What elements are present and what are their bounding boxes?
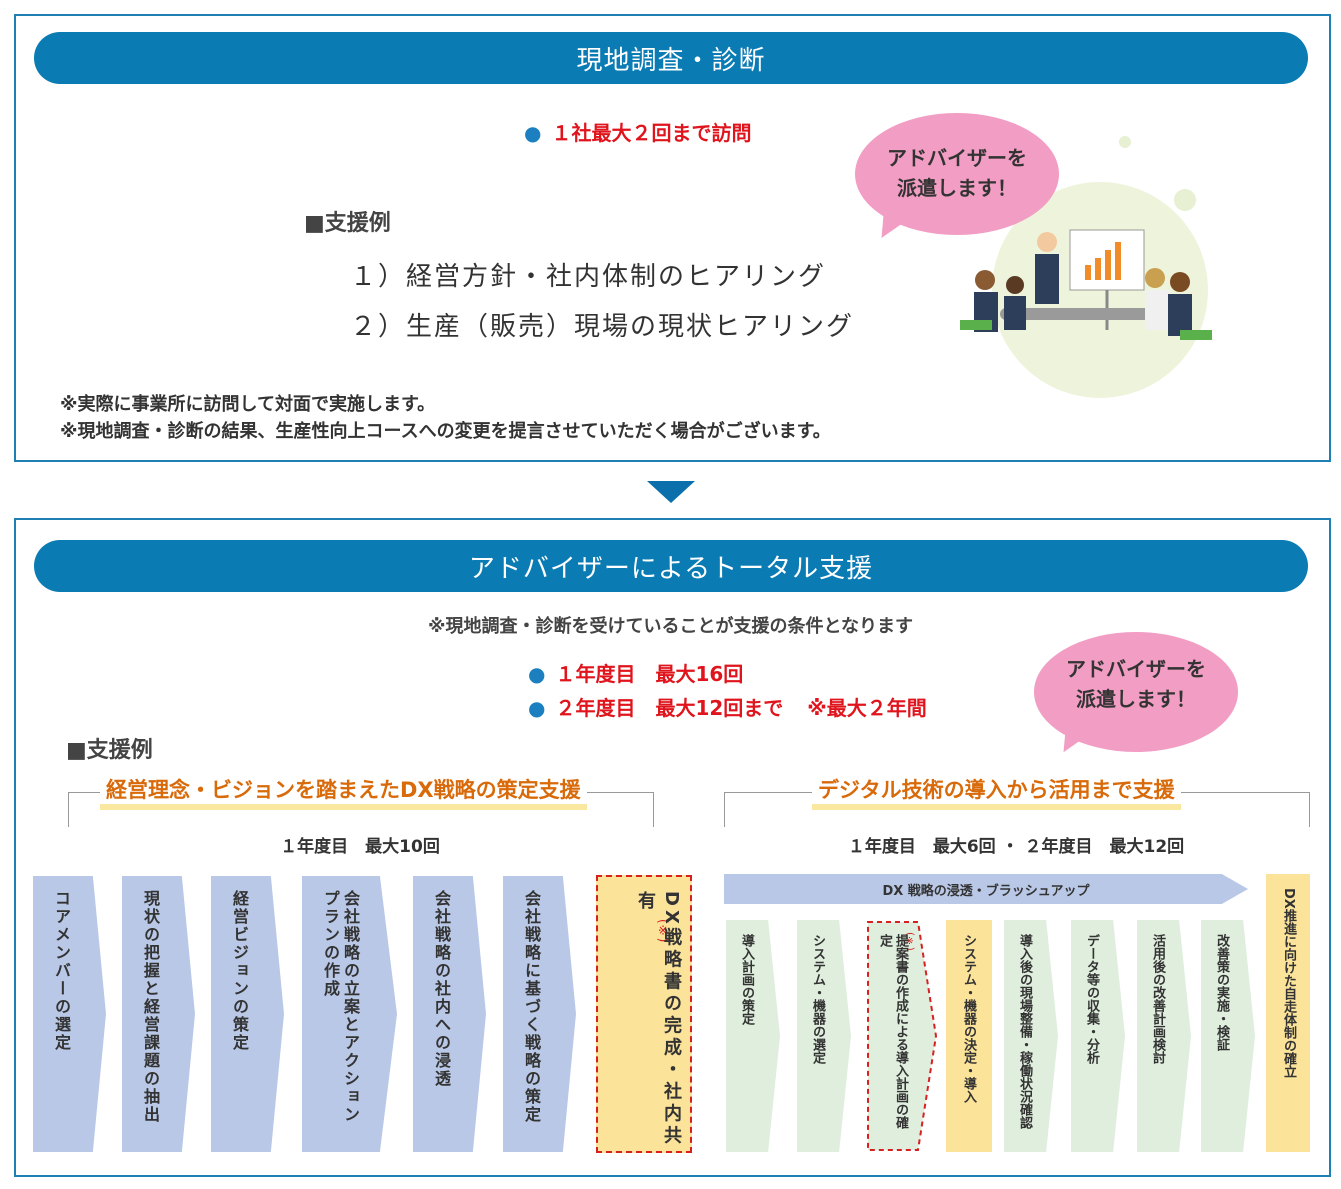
bullet-icon: ● bbox=[528, 662, 546, 686]
right-count: １年度目 最大6回 ・ ２年度目 最大12回 bbox=[847, 837, 1185, 857]
year1-limit: ● １年度目 最大16回 bbox=[528, 658, 743, 687]
right-step-1: 導入計画の策定 bbox=[726, 920, 780, 1152]
left-step-1: コアメンバーの選定 bbox=[33, 876, 106, 1152]
meeting-illustration bbox=[940, 130, 1220, 400]
right-step-6: 改善策の実施・検証 bbox=[1201, 920, 1255, 1152]
year1-limit-text: １年度目 最大16回 bbox=[555, 662, 744, 686]
top-bubble-line-2: 派遣します！ bbox=[897, 176, 1017, 200]
right-yellow-step-text: システム・機器の決定・導入 bbox=[961, 934, 976, 1103]
left-step-5: 会社戦略の社内への浸透 bbox=[413, 876, 486, 1152]
bottom-advisor-bubble: アドバイザーを 派遣します！ bbox=[1034, 632, 1238, 752]
bullet-icon: ● bbox=[528, 696, 546, 720]
year2-limit-text: ２年度目 最大12回まで bbox=[555, 696, 784, 720]
right-top-arrow-text: DX 戦略の浸透・ブラッシュアップ bbox=[882, 883, 1090, 899]
left-step-2-text: 現状の把握と経営課題の抽出 bbox=[141, 890, 160, 1124]
year2-limit: ● ２年度目 最大12回まで ※最大２年間 bbox=[528, 692, 927, 721]
visit-limit: ● １社最大２回まで訪問 bbox=[524, 117, 751, 146]
visit-limit-text: １社最大２回まで訪問 bbox=[551, 121, 752, 145]
top-note-1: ※実際に事業所に訪問して対面で実施します。 bbox=[60, 394, 436, 415]
right-yellow-step: システム・機器の決定・導入 bbox=[946, 920, 992, 1152]
left-step-2: 現状の把握と経営課題の抽出 bbox=[122, 876, 195, 1152]
left-step-3-text: 経営ビジョンの策定 bbox=[230, 890, 249, 1052]
left-section-title: 経営理念・ビジョンを踏まえたDX戦略の策定支援 bbox=[100, 776, 587, 810]
right-step-1-text: 導入計画の策定 bbox=[739, 934, 754, 1025]
bottom-bubble-line-2: 派遣します！ bbox=[1076, 687, 1196, 711]
right-step-4: データ等の収集・分析 bbox=[1071, 920, 1125, 1152]
down-arrow-icon bbox=[647, 481, 695, 503]
top-example-item-2: ２）生産（販売）現場の現状ヒアリング bbox=[350, 312, 855, 342]
right-step-4-text: データ等の収集・分析 bbox=[1084, 934, 1099, 1064]
bottom-example-heading: ■支援例 bbox=[66, 738, 153, 763]
right-step-3: 導入後の現場整備・稼働状況確認 bbox=[1004, 920, 1058, 1152]
bottom-bubble-line-1: アドバイザーを bbox=[1066, 657, 1206, 681]
left-step-6-text: 会社戦略に基づく戦略の策定 bbox=[522, 890, 541, 1124]
right-step-3-text: 導入後の現場整備・稼働状況確認 bbox=[1017, 934, 1032, 1129]
left-step-5-text: 会社戦略の社内への浸透 bbox=[432, 890, 451, 1088]
right-step-5: 活用後の改善計画検討 bbox=[1137, 920, 1191, 1152]
left-final-text: DX戦略書の完成・社内共有 bbox=[635, 891, 682, 1148]
left-step-4: 会社戦略の立案とアクションプランの作成 bbox=[302, 876, 397, 1152]
right-dashed-text: 提案書の作成による導入計画の確定 bbox=[877, 934, 908, 1129]
right-dashed-step: (※) 提案書の作成による導入計画の確定 bbox=[866, 920, 938, 1152]
top-example-item-1: １）経営方針・社内体制のヒアリング bbox=[350, 262, 827, 292]
right-dashed-mark: (※) bbox=[904, 932, 915, 951]
top-advisor-bubble: アドバイザーを 派遣します！ bbox=[855, 113, 1059, 235]
right-final-step: DX推進に向けた自走体制の確立 bbox=[1266, 874, 1310, 1152]
left-final-step: (※) DX戦略書の完成・社内共有 bbox=[596, 875, 692, 1153]
right-final-step-text: DX推進に向けた自走体制の確立 bbox=[1281, 888, 1296, 1078]
right-step-5-text: 活用後の改善計画検討 bbox=[1150, 934, 1165, 1064]
left-step-3: 経営ビジョンの策定 bbox=[211, 876, 284, 1152]
left-count: １年度目 最大10回 bbox=[280, 837, 440, 857]
right-section-title: デジタル技術の導入から活用まで支援 bbox=[812, 776, 1181, 810]
left-step-1-text: コアメンバーの選定 bbox=[52, 890, 71, 1052]
top-note-2: ※現地調査・診断の結果、生産性向上コースへの変更を提言させていただく場合がござい… bbox=[60, 421, 831, 442]
bottom-banner: アドバイザーによるトータル支援 bbox=[34, 540, 1308, 592]
left-final-mark: (※) bbox=[656, 919, 670, 943]
bullet-icon: ● bbox=[524, 121, 542, 145]
condition-note: ※現地調査・診断を受けていることが支援の条件となります bbox=[428, 616, 913, 637]
right-step-6-text: 改善策の実施・検証 bbox=[1214, 934, 1229, 1051]
right-top-arrow: DX 戦略の浸透・ブラッシュアップ bbox=[724, 874, 1248, 904]
left-step-6: 会社戦略に基づく戦略の策定 bbox=[503, 876, 576, 1152]
left-step-4-text: 会社戦略の立案とアクションプランの作成 bbox=[321, 890, 360, 1124]
year2-max-note: ※最大２年間 bbox=[807, 696, 927, 720]
right-step-2-text: システム・機器の選定 bbox=[810, 934, 825, 1064]
right-step-2: システム・機器の選定 bbox=[797, 920, 851, 1152]
top-bubble-line-1: アドバイザーを bbox=[887, 146, 1027, 170]
top-example-heading: ■支援例 bbox=[304, 211, 391, 236]
top-banner: 現地調査・診断 bbox=[34, 32, 1308, 84]
